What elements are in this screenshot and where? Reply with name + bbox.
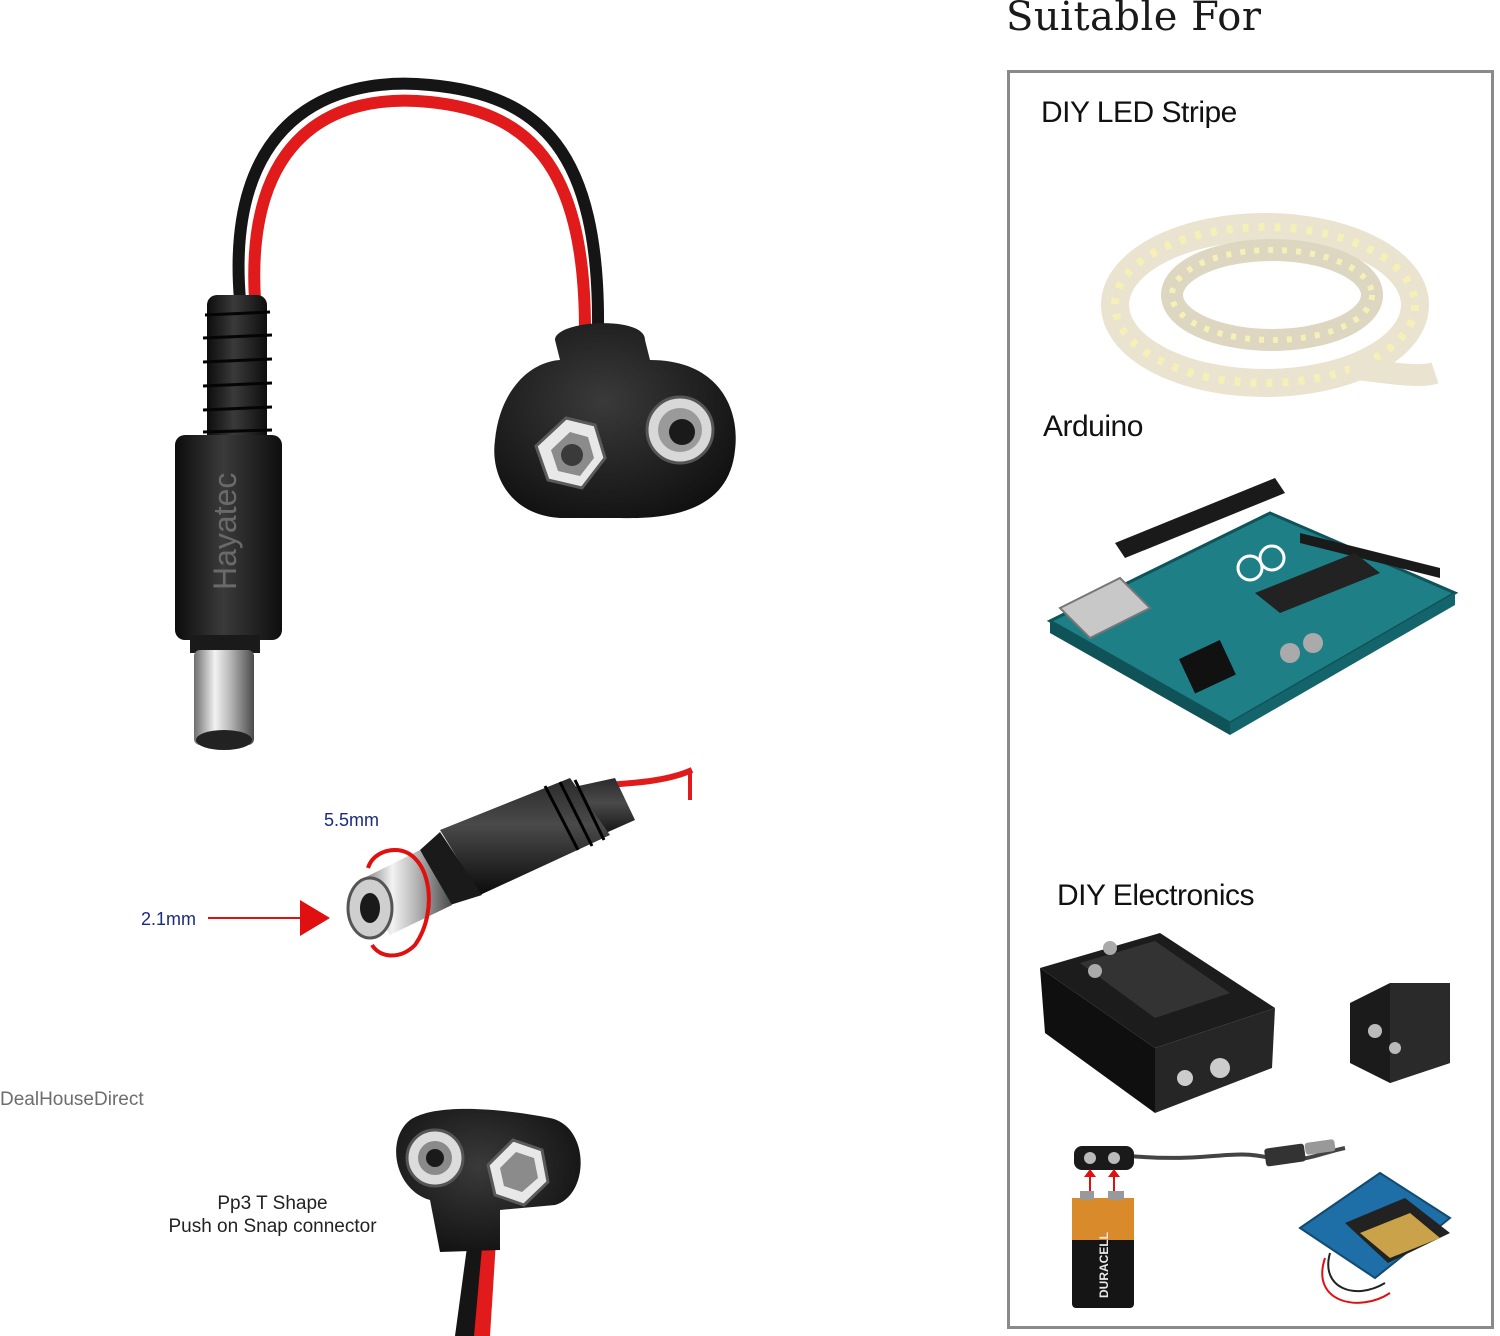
led-strip-image	[1101, 213, 1439, 397]
caption-line-2: Push on Snap connector	[168, 1216, 377, 1237]
arrow-icon	[300, 900, 330, 936]
dc-plug	[175, 295, 282, 750]
arduino-with-battery-image	[1298, 1171, 1452, 1304]
category-heading-electronics: DIY Electronics	[1057, 879, 1255, 912]
arduino-board-image	[1046, 478, 1459, 735]
wire-pair	[232, 77, 605, 336]
diameter-indicator	[208, 848, 431, 958]
watermark: DealHouseDirect	[0, 1089, 144, 1110]
battery-9v-image: DURACELL	[1072, 1191, 1134, 1308]
plug-closeup	[346, 767, 694, 940]
product-illustration: Hayatec	[175, 77, 736, 1336]
caption-line-1: Pp3 T Shape	[217, 1193, 328, 1214]
snap-cable-image	[1074, 1139, 1346, 1195]
battery-holder-small-image	[1350, 983, 1450, 1083]
section-title: Suitable For	[1006, 0, 1262, 40]
battery-snap-bottom	[396, 1108, 581, 1336]
brand-label: Hayatec	[207, 473, 243, 590]
inner-diameter-label: 2.1mm	[141, 909, 197, 929]
battery-snap-top	[494, 323, 736, 519]
outer-diameter-label: 5.5mm	[324, 810, 380, 830]
usage-illustrations: DURACELL	[1040, 213, 1459, 1308]
product-caption: Pp3 T Shape Push on Snap connector	[150, 1192, 395, 1238]
battery-holder-image	[1040, 933, 1275, 1113]
battery-brand-label: DURACELL	[1097, 1232, 1111, 1298]
category-heading-led: DIY LED Stripe	[1041, 96, 1237, 129]
category-heading-arduino: Arduino	[1043, 410, 1143, 443]
